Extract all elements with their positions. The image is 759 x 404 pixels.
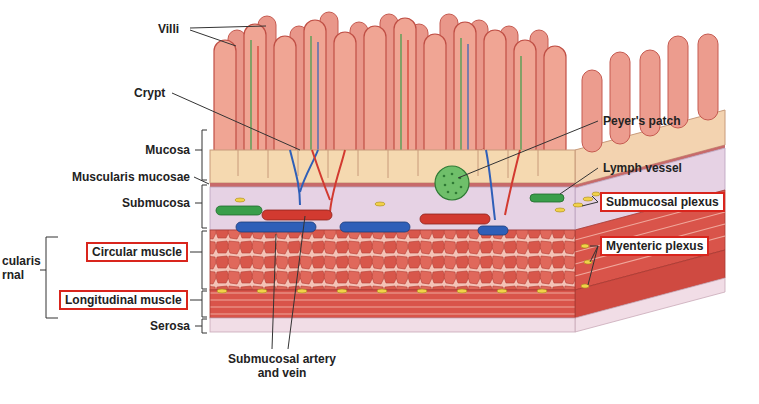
part-label: Lymph vessel [603, 161, 682, 175]
layer-label: Myenteric plexus [606, 239, 703, 253]
part-label: Villi [158, 22, 179, 36]
leader-lines [172, 26, 598, 349]
part-label: Submucosal artery and vein [222, 352, 342, 380]
part-label: Muscularis mucosae [72, 170, 190, 184]
highlight-box: Myenteric plexus [600, 236, 709, 256]
villi-back [228, 12, 548, 160]
part-label: Submucosa [122, 196, 190, 210]
layer-label: Submucosal plexus [606, 195, 719, 209]
highlight-box: Submucosal plexus [600, 192, 725, 212]
villi-front [214, 18, 566, 160]
layer-label: Circular muscle [92, 245, 182, 259]
part-label: Crypt [134, 86, 165, 100]
layer-brackets [40, 130, 207, 333]
part-label: Mucosa [145, 143, 190, 157]
part-label: Serosa [150, 319, 190, 333]
part-label: cularis rnal [2, 254, 50, 282]
part-label: Peyer's patch [603, 114, 681, 128]
layer-label: Longitudinal muscle [65, 293, 182, 307]
highlight-box: Circular muscle [86, 242, 188, 262]
highlight-box: Longitudinal muscle [59, 290, 188, 310]
